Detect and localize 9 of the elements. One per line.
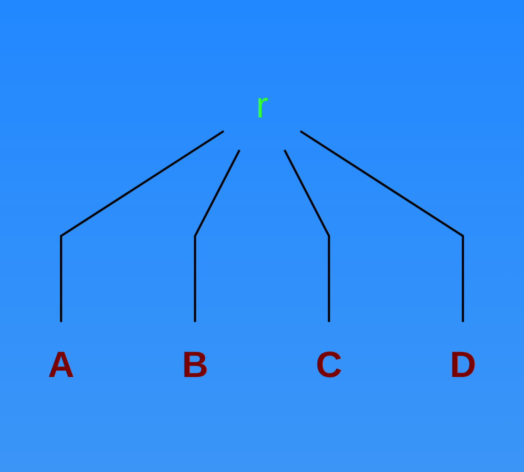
connector bbox=[60, 130, 224, 322]
node-text: A bbox=[48, 344, 74, 386]
connector bbox=[300, 130, 464, 322]
node-text: B bbox=[182, 344, 208, 386]
connector bbox=[284, 149, 330, 322]
node-text: r bbox=[256, 85, 268, 126]
node-text: D bbox=[450, 344, 476, 386]
connector bbox=[194, 149, 240, 322]
node-text: C bbox=[316, 344, 342, 386]
